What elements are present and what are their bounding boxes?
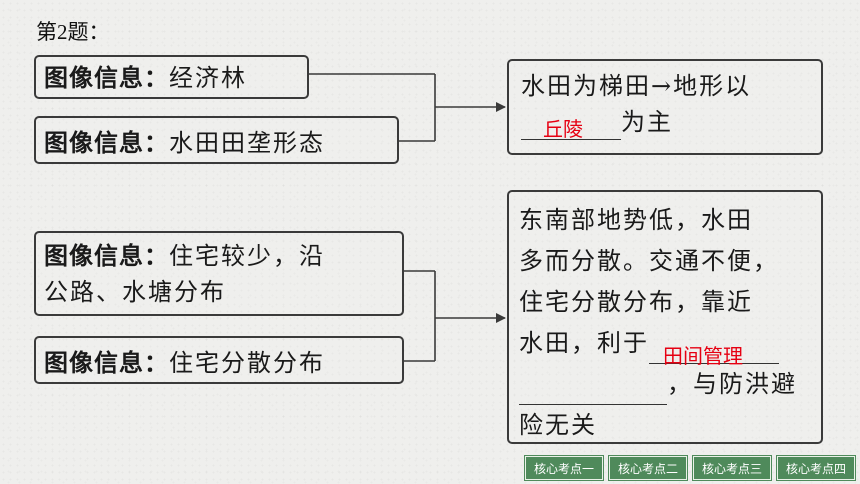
nav-button-topic-4[interactable]: 核心考点四: [776, 455, 856, 481]
conclusion-line-4-prefix: 水田，利于: [519, 329, 649, 357]
image-info-text: 住宅较少，沿: [169, 242, 325, 270]
image-info-text-line2: 公路、水塘分布: [44, 278, 226, 306]
image-info-box-1: 图像信息：经济林: [34, 55, 309, 99]
image-info-box-2: 图像信息：水田田垄形态: [34, 116, 399, 164]
core-topic-nav: 核心考点一 核心考点二 核心考点三 核心考点四: [524, 455, 856, 481]
image-info-text: 水田田垄形态: [169, 129, 325, 157]
image-info-text: 经济林: [169, 64, 247, 92]
image-info-text: 住宅分散分布: [169, 349, 325, 377]
answer-text: 田间管理: [663, 346, 743, 368]
conclusion-line-1: 水田为梯田→地形以: [521, 72, 752, 100]
answer-text: 丘陵: [543, 119, 583, 141]
conclusion-line-5-suffix: ，与防洪避: [667, 370, 797, 398]
conclusion-line-2-suffix: 为主: [621, 108, 673, 136]
nav-button-topic-3[interactable]: 核心考点三: [692, 455, 772, 481]
image-info-label: 图像信息：: [44, 63, 169, 92]
conclusion-box-settlement: 东南部地势低，水田 多而分散。交通不便， 住宅分散分布，靠近 水田，利于 田间管…: [507, 190, 823, 444]
image-info-box-4: 图像信息：住宅分散分布: [34, 336, 404, 384]
conclusion-line-6: 险无关: [519, 411, 597, 439]
question-title: 第2题：: [36, 20, 110, 44]
nav-button-topic-1[interactable]: 核心考点一: [524, 455, 604, 481]
image-info-label: 图像信息：: [44, 128, 169, 157]
conclusion-line-2: 多而分散。交通不便，: [519, 247, 779, 275]
conclusion-box-terrain: 水田为梯田→地形以 丘陵 为主: [507, 59, 823, 155]
nav-button-topic-2[interactable]: 核心考点二: [608, 455, 688, 481]
answer-blank-continued: [519, 374, 667, 405]
image-info-label: 图像信息：: [44, 348, 169, 377]
answer-blank: 田间管理: [649, 333, 779, 368]
connector-top: [309, 73, 506, 142]
conclusion-line-1: 东南部地势低，水田: [519, 206, 753, 234]
image-info-label: 图像信息：: [44, 241, 169, 270]
connector-bottom: [404, 270, 506, 362]
answer-blank: 丘陵: [521, 109, 621, 141]
conclusion-line-3: 住宅分散分布，靠近: [519, 288, 753, 316]
image-info-box-3: 图像信息：住宅较少，沿 公路、水塘分布: [34, 231, 404, 316]
